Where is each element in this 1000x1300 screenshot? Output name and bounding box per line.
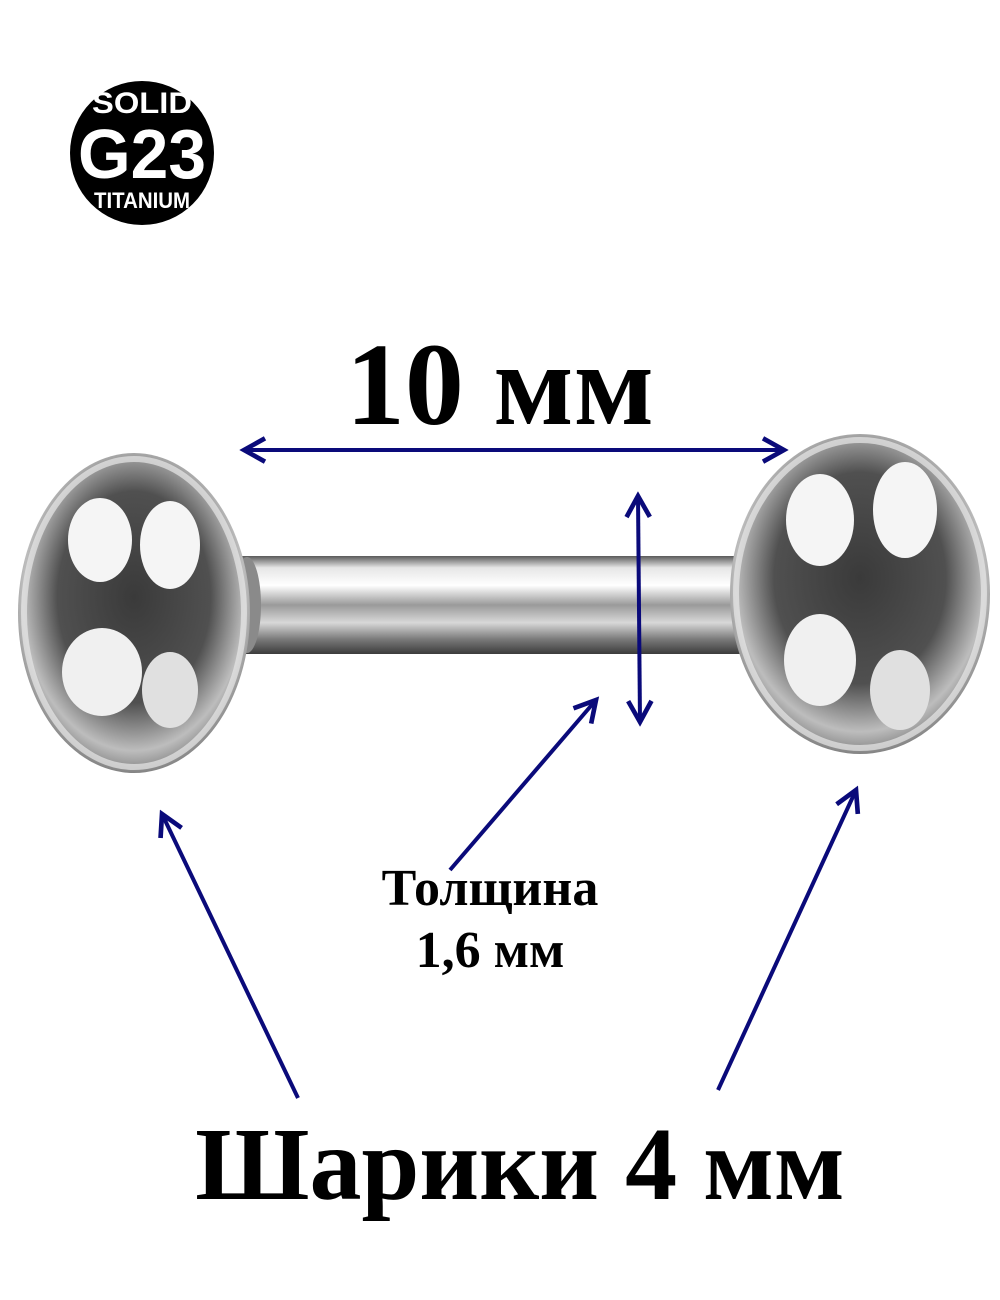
length-label: 10 мм <box>345 319 655 450</box>
left-ball-pointer-arrow <box>162 814 300 1099</box>
balls-size-label: Шарики 4 мм <box>195 1107 845 1222</box>
badge-circle <box>70 81 214 225</box>
badge-line-g23: G23 <box>78 115 206 193</box>
right-ball-pointer-arrow <box>716 790 856 1091</box>
badge-line-solid: SOLID <box>92 87 192 120</box>
thickness-dimension-arrow <box>638 496 640 722</box>
thickness-label: Толщина 1,6 мм <box>300 858 680 982</box>
right-ball <box>730 434 990 754</box>
left-ball <box>18 453 250 773</box>
solid-g23-titanium-badge: SOLID G23 TITANIUM <box>70 81 214 225</box>
thickness-pointer-arrow <box>448 700 596 872</box>
thickness-label-value: 1,6 мм <box>415 922 565 979</box>
barbell-bar <box>225 556 775 654</box>
thickness-label-title: Толщина <box>381 860 599 917</box>
badge-line-titanium: TITANIUM <box>94 188 190 213</box>
